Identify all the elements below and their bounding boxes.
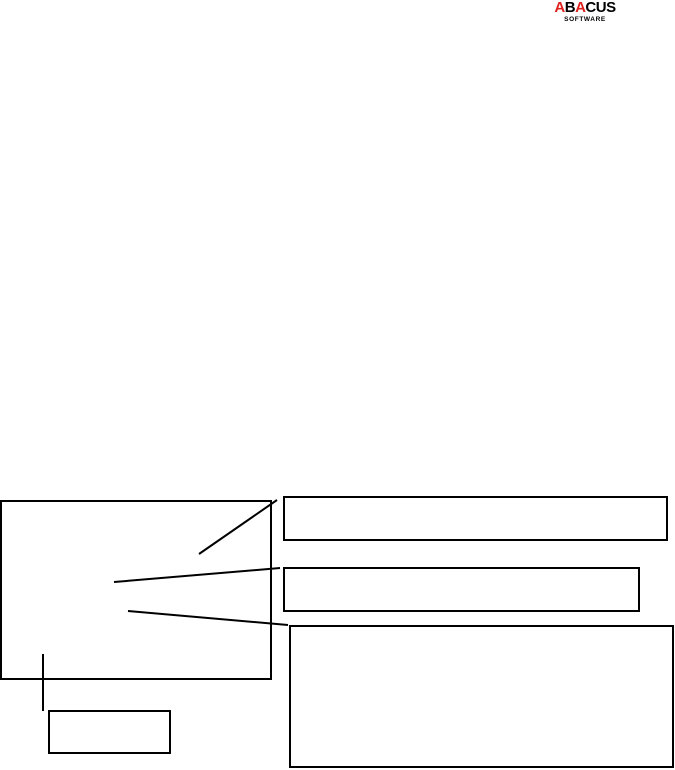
main-screen-box [0,500,272,680]
logo-letter: A [554,0,565,16]
callout-box-2 [283,567,640,612]
abacus-software-logo: ABACUS SOFTWARE [549,0,621,26]
logo-subtitle: SOFTWARE [564,16,606,23]
leader-line-3 [127,610,289,626]
callout-box-1 [283,496,668,541]
logo-letter: S [606,0,616,16]
callout-box-4 [48,710,171,754]
logo-letter: C [585,0,596,16]
callout-box-3 [289,625,674,768]
leader-line-2 [113,567,281,583]
leader-line-1 [198,499,278,555]
logo-letter: A [575,0,586,16]
logo-letter: U [595,0,607,16]
logo-wordmark: ABACUS [549,0,621,16]
logo-letter: B [564,0,576,16]
